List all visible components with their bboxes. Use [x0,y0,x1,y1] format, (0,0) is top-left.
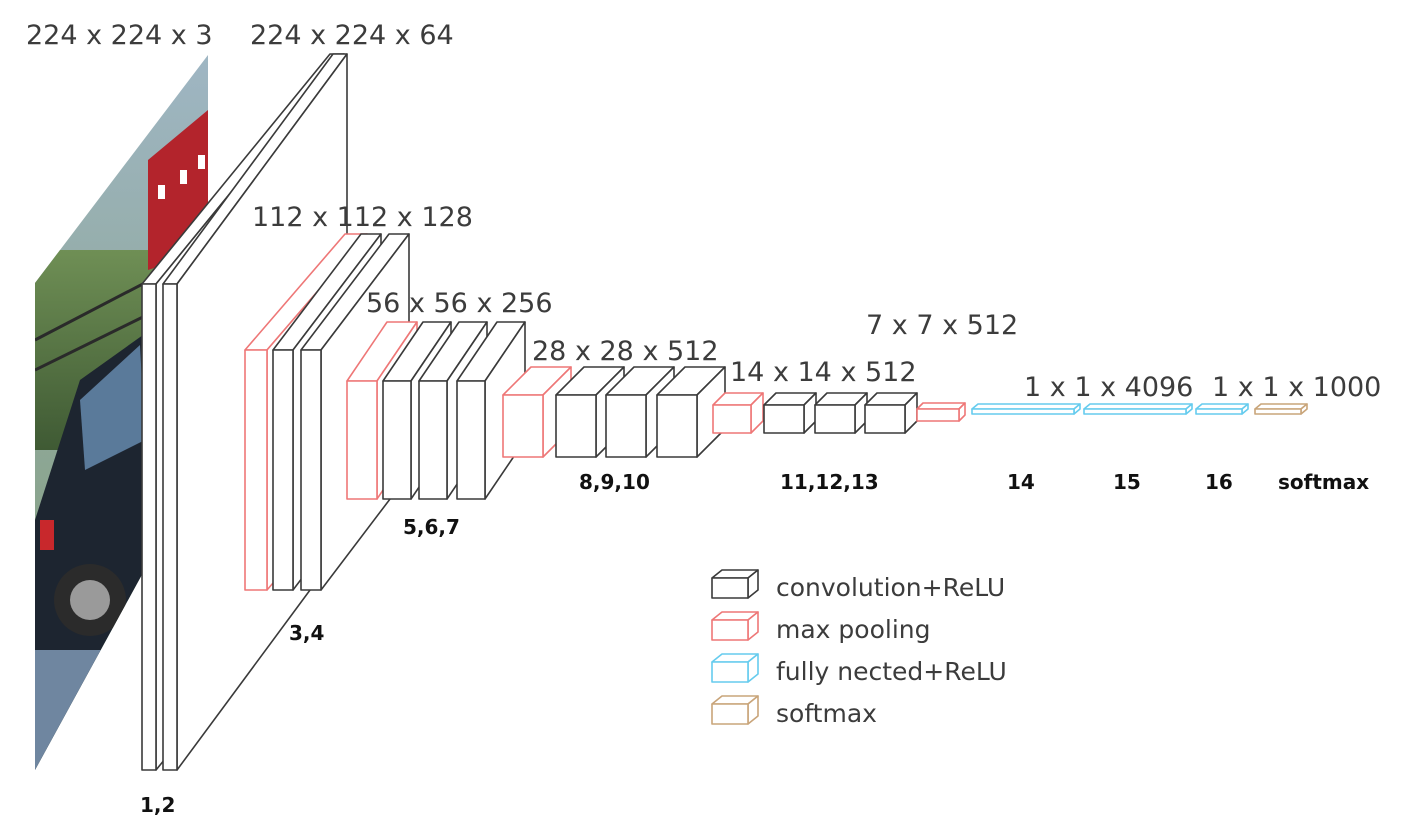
conv-box-layer-11 [763,392,817,434]
block2-dimension-label: 112 x 112 x 128 [252,202,473,233]
conv-box-layer-10 [656,366,726,458]
legend-cube-icon [711,695,759,725]
layer-number-softmax: softmax [1278,470,1369,494]
legend-item-max-pooling: max pooling [711,611,930,644]
layer-number-block4: 8,9,10 [579,470,650,494]
layer-number-fc14: 14 [1007,470,1035,494]
network-layers [141,53,1308,771]
legend-label: max pooling [776,615,930,644]
layer-number-fc16: 16 [1205,470,1233,494]
legend-label: convolution+ReLU [776,573,1005,602]
layer-number-fc15: 15 [1113,470,1141,494]
legend-item-softmax: softmax [711,695,877,728]
legend-item-convolution: convolution+ReLU [711,569,1005,602]
pool-box-pool5 [916,402,966,422]
block1-dimension-label: 224 x 224 x 64 [250,20,454,51]
softmax-bar [1254,403,1308,415]
output-dimension-label: 1 x 1 x 1000 [1212,372,1381,403]
fc-bar-layer-14 [971,403,1081,415]
block5-dimension-label: 14 x 14 x 512 [730,357,917,388]
fc-dimension-label: 1 x 1 x 4096 [1024,372,1193,403]
conv-box-layer-12 [814,392,868,434]
pool5-dimension-label: 7 x 7 x 512 [866,310,1018,341]
layer-number-block1: 1,2 [140,793,175,817]
layer-number-block5: 11,12,13 [780,470,879,494]
fc-bar-layer-15 [1083,403,1193,415]
legend-label: softmax [776,699,877,728]
legend-cube-icon [711,611,759,641]
conv-box-layer-13 [864,392,918,434]
legend-cube-icon [711,653,759,683]
legend: convolution+ReLU max pooling fully nected+… [711,569,1007,728]
block4-dimension-label: 28 x 28 x 512 [532,336,719,367]
fc-bar-layer-16 [1195,403,1249,415]
block3-dimension-label: 56 x 56 x 256 [366,288,553,319]
legend-label: fully nected+ReLU [776,657,1007,686]
input-dimension-label: 224 x 224 x 3 [26,20,213,51]
layer-number-block2: 3,4 [289,621,324,645]
legend-cube-icon [711,569,759,599]
pool-box-block5 [712,392,764,434]
legend-item-fully-connected: fully nected+ReLU [711,653,1007,686]
layer-number-block3: 5,6,7 [403,515,460,539]
